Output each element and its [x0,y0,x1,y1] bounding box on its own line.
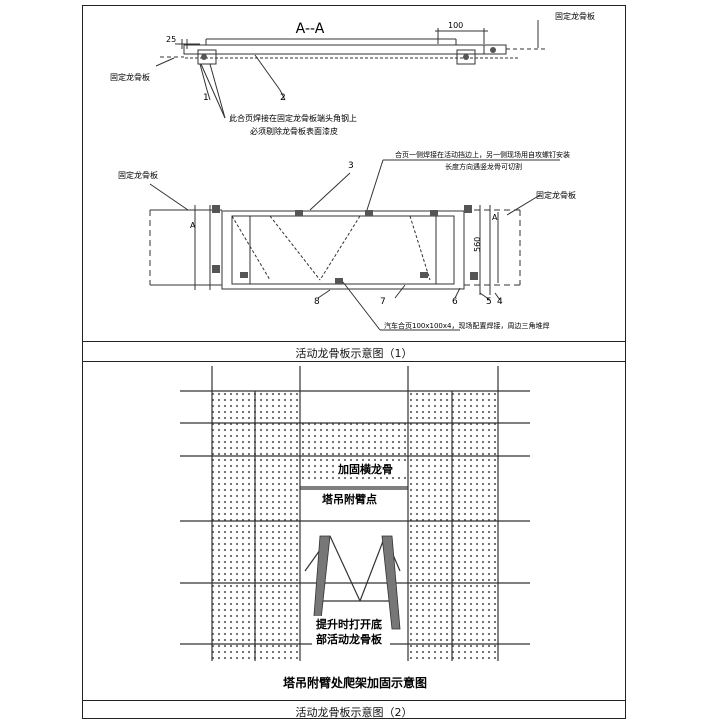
item-number: 5 [486,297,492,307]
item-number: 4 [497,297,503,307]
item-number: 1 [203,93,209,103]
divider [82,700,626,701]
label-open-plate: 提升时打开底 [316,617,382,631]
item-number: 6 [452,297,458,307]
section-label: A--A [296,21,325,37]
caption: 活动龙骨板示意图（2） [295,706,413,719]
section-mark: A [190,221,196,230]
caption: 活动龙骨板示意图（1） [295,347,413,360]
keel-plate-drawing-1: A--A 25 100 固定龙骨板 固定龙骨板 1 2 此合页焊接在固定龙骨板端… [110,11,595,331]
section-mark: A [492,213,498,222]
label-fixed-keel: 固定龙骨板 [110,72,150,82]
note-weld: 此合页焊接在固定龙骨板端头角钢上 [229,113,357,123]
label-open-plate: 部活动龙骨板 [316,632,383,646]
dim-25: 25 [166,35,176,44]
item-number: 8 [314,297,320,307]
divider [82,341,626,342]
label-fixed-keel: 固定龙骨板 [118,170,158,180]
item-number: 7 [380,297,386,307]
item-number: 3 [348,161,354,171]
divider [82,361,626,362]
label-reinforce-keel: 加固横龙骨 [337,462,393,476]
item-number: 2 [280,93,286,103]
label-attach-point: 塔吊附臂点 [322,492,377,506]
note-car-hinge: 汽车合页100x100x4，现场配置焊接，周边三角堆焊 [384,321,549,330]
dim-560: 560 [473,237,482,252]
label-fixed-keel: 固定龙骨板 [536,190,576,200]
tower-crane-reinforcement-drawing: 加固横龙骨 塔吊附臂点 提升时打开底 部活动龙骨板 塔吊附臂处爬架加固示意图 [180,366,530,690]
note-hinge: 合页一侧焊接在活动挡边上，另一侧现场用自攻螺钉安装 [395,150,570,159]
dim-100: 100 [448,21,463,30]
note-weld: 必须剔除龙骨板表面漆皮 [250,126,338,136]
figure2-title: 塔吊附臂处爬架加固示意图 [283,675,427,690]
note-hinge: 长度方向遇竖龙骨可切割 [445,162,522,171]
label-fixed-keel: 固定龙骨板 [555,11,595,21]
figure-frame [82,5,626,719]
